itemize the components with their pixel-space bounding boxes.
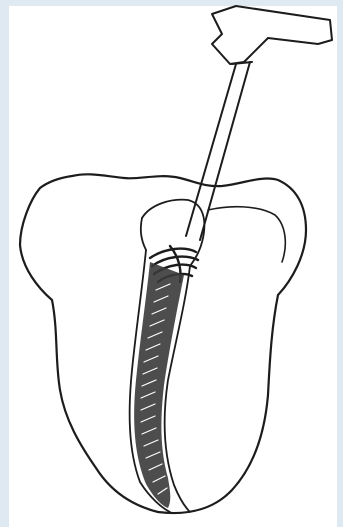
instrument-shaft-right bbox=[200, 62, 250, 240]
crown-contour bbox=[208, 207, 285, 262]
pulp-chamber-left-wall bbox=[141, 218, 146, 250]
instrument-shaft-left bbox=[186, 64, 236, 236]
instrument-handle bbox=[212, 6, 332, 64]
pulp-tissue bbox=[134, 262, 184, 508]
